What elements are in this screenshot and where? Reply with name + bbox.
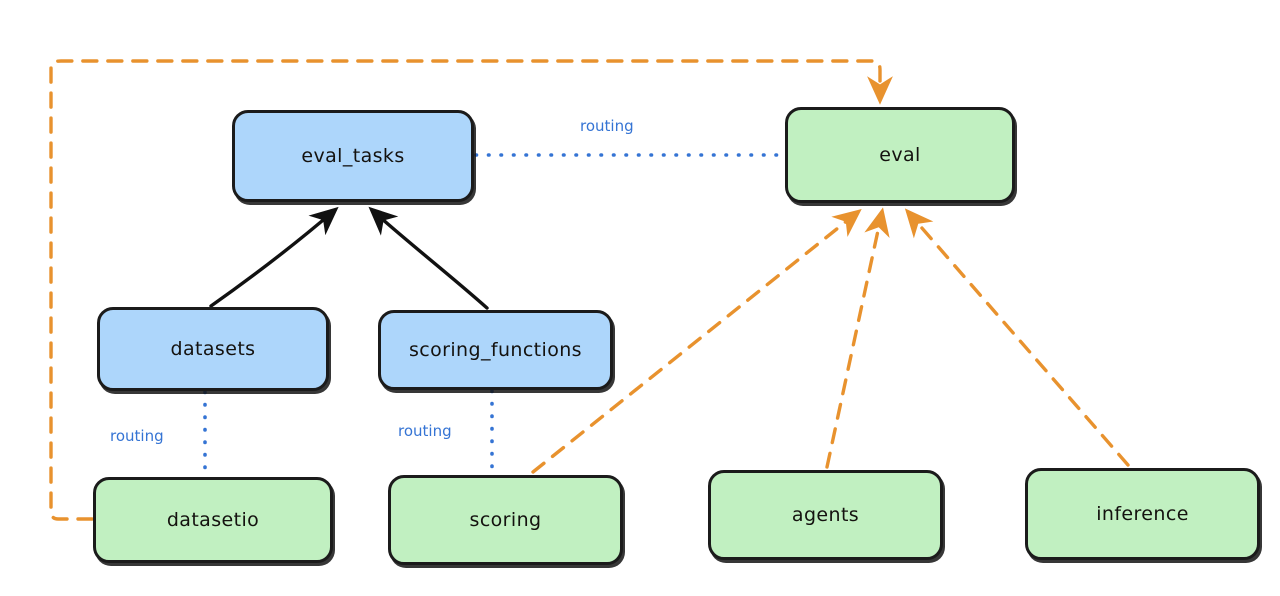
node-label-datasets: datasets	[170, 338, 256, 360]
node-label-inference: inference	[1096, 503, 1189, 525]
edge-label-routing-datasets-datasetio: routing	[110, 427, 164, 445]
node-label-agents: agents	[791, 504, 860, 526]
node-scoring-functions[interactable]: scoring_functions	[378, 310, 613, 390]
node-eval[interactable]: eval	[785, 107, 1015, 203]
node-agents[interactable]: agents	[708, 470, 943, 560]
edge-datasets-to-eval-tasks	[209, 206, 339, 308]
node-label-eval: eval	[879, 144, 921, 166]
node-label-datasetio: datasetio	[166, 509, 260, 531]
edge-agents-to-eval-dependency	[825, 207, 890, 469]
edge-inference-to-eval-dependency	[904, 208, 1130, 467]
node-datasets[interactable]: datasets	[97, 307, 329, 391]
edge-scoring-to-eval-dependency	[531, 209, 862, 474]
edge-scoring-functions-to-eval-tasks	[368, 206, 489, 310]
node-datasetio[interactable]: datasetio	[93, 477, 333, 563]
node-label-scoring-functions: scoring_functions	[409, 339, 582, 361]
node-inference[interactable]: inference	[1025, 468, 1260, 560]
edge-label-routing-scoring-functions-scoring: routing	[398, 422, 452, 440]
edge-datasetio-to-eval-dependency	[49, 59, 893, 521]
edge-label-routing-eval-tasks-eval: routing	[580, 117, 634, 135]
node-label-eval-tasks: eval_tasks	[301, 145, 405, 167]
node-scoring[interactable]: scoring	[388, 475, 623, 565]
node-label-scoring: scoring	[469, 509, 542, 531]
node-eval-tasks[interactable]: eval_tasks	[232, 110, 474, 202]
